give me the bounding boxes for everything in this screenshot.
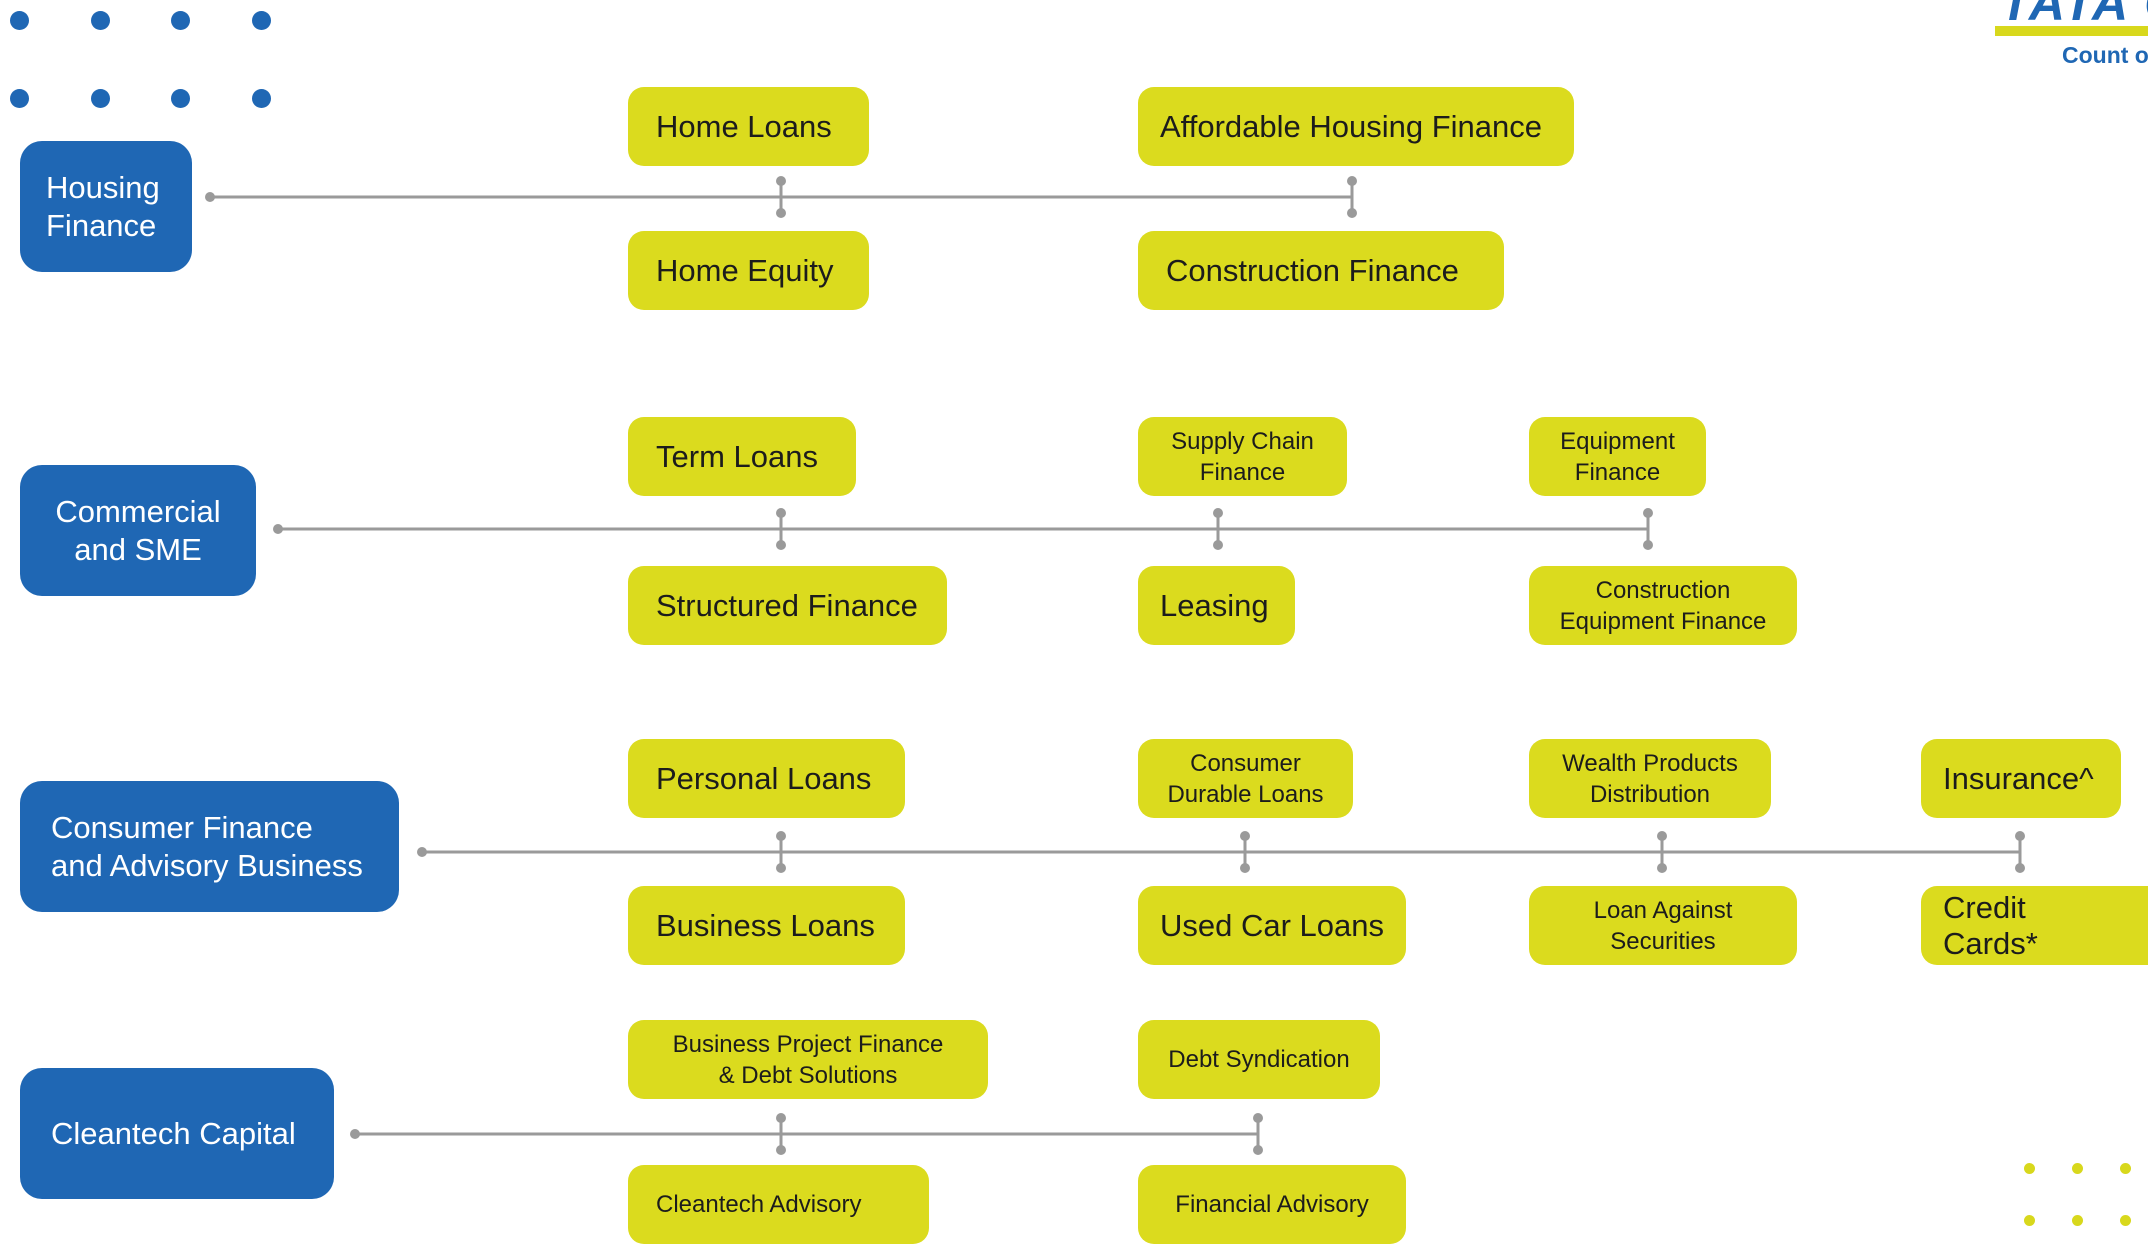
- connector-node: [1253, 1113, 1263, 1123]
- connector-node: [2015, 863, 2025, 873]
- connector-node: [776, 1145, 786, 1155]
- product-equipment-finance: Equipment Finance: [1529, 417, 1706, 496]
- product-wealth-products-distribution: Wealth Products Distribution: [1529, 739, 1771, 818]
- product-financial-advisory: Financial Advisory: [1138, 1165, 1406, 1244]
- connector-node: [1347, 176, 1357, 186]
- connector-node: [1643, 540, 1653, 550]
- decor-dot: [171, 11, 190, 30]
- category-commercial-sme: Commercial and SME: [20, 465, 256, 596]
- decor-dot: [2024, 1215, 2035, 1226]
- product-insurance: Insurance^: [1921, 739, 2121, 818]
- category-cleantech-capital: Cleantech Capital: [20, 1068, 334, 1199]
- connector-node: [273, 524, 283, 534]
- connector-node: [1657, 831, 1667, 841]
- product-cleantech-advisory: Cleantech Advisory: [628, 1165, 929, 1244]
- product-construction-finance: Construction Finance: [1138, 231, 1504, 310]
- product-leasing: Leasing: [1138, 566, 1295, 645]
- decor-dot: [2120, 1215, 2131, 1226]
- brand-tagline: Count o: [2062, 42, 2148, 68]
- connector-node: [1213, 508, 1223, 518]
- product-term-loans: Term Loans: [628, 417, 856, 496]
- product-used-car-loans: Used Car Loans: [1138, 886, 1406, 965]
- decor-dot: [171, 89, 190, 108]
- category-housing-finance: Housing Finance: [20, 141, 192, 272]
- brand-logo: TATA C: [2000, 0, 2148, 31]
- connector-node: [1213, 540, 1223, 550]
- connector-node: [776, 540, 786, 550]
- product-debt-syndication: Debt Syndication: [1138, 1020, 1380, 1099]
- connector-node: [776, 176, 786, 186]
- connector-node: [1643, 508, 1653, 518]
- product-construction-equipment-finance: Construction Equipment Finance: [1529, 566, 1797, 645]
- product-consumer-durable-loans: Consumer Durable Loans: [1138, 739, 1353, 818]
- connector-node: [776, 863, 786, 873]
- connector-node: [1240, 863, 1250, 873]
- decor-dot: [2024, 1163, 2035, 1174]
- decor-dot: [10, 11, 29, 30]
- connector-node: [2015, 831, 2025, 841]
- product-structured-finance: Structured Finance: [628, 566, 947, 645]
- connector-node: [1657, 863, 1667, 873]
- category-consumer-finance-advisory: Consumer Finance and Advisory Business: [20, 781, 399, 912]
- product-personal-loans: Personal Loans: [628, 739, 905, 818]
- decor-dot: [2120, 1163, 2131, 1174]
- product-home-loans: Home Loans: [628, 87, 869, 166]
- connector-node: [1347, 208, 1357, 218]
- product-business-project-finance: Business Project Finance & Debt Solution…: [628, 1020, 988, 1099]
- product-home-equity: Home Equity: [628, 231, 869, 310]
- decor-dot: [91, 89, 110, 108]
- decor-dot: [252, 11, 271, 30]
- connector-node: [1253, 1145, 1263, 1155]
- connector-node: [776, 1113, 786, 1123]
- product-business-loans: Business Loans: [628, 886, 905, 965]
- connector-node: [1240, 831, 1250, 841]
- decor-dot: [252, 89, 271, 108]
- product-loan-against-securities: Loan Against Securities: [1529, 886, 1797, 965]
- connector-node: [776, 508, 786, 518]
- product-affordable-housing-finance: Affordable Housing Finance: [1138, 87, 1574, 166]
- product-credit-cards: Credit Cards*: [1921, 886, 2148, 965]
- decor-dot: [10, 89, 29, 108]
- decor-dot: [2072, 1215, 2083, 1226]
- connector-node: [350, 1129, 360, 1139]
- product-supply-chain-finance: Supply Chain Finance: [1138, 417, 1347, 496]
- connector-node: [776, 831, 786, 841]
- connector-node: [205, 192, 215, 202]
- decor-dot: [2072, 1163, 2083, 1174]
- brand-underline: [1995, 26, 2148, 36]
- connector-node: [776, 208, 786, 218]
- connector-node: [417, 847, 427, 857]
- decor-dot: [91, 11, 110, 30]
